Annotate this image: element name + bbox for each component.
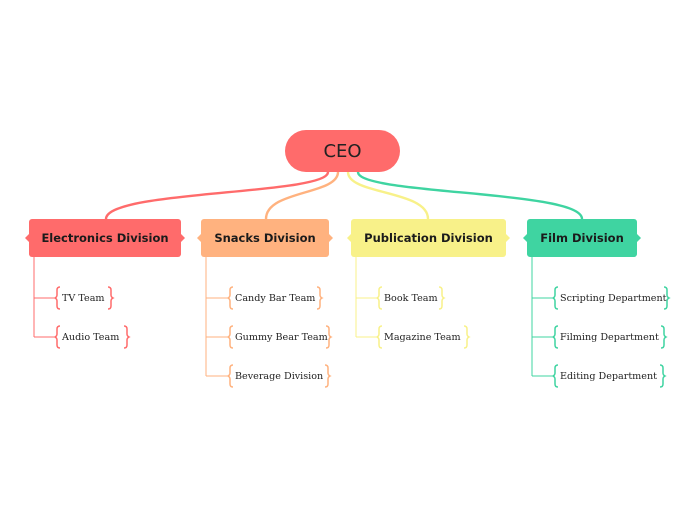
division-label: Snacks Division: [214, 231, 316, 245]
division-node-snacks[interactable]: Snacks Division: [201, 219, 329, 257]
team-bracket-right: [659, 364, 667, 388]
team-node-magazine[interactable]: Magazine Team: [380, 325, 466, 349]
team-label: Beverage Division: [235, 370, 324, 382]
team-node-editing[interactable]: Editing Department: [556, 364, 662, 388]
team-bracket-left: [551, 286, 559, 310]
root-connector: [104, 170, 330, 221]
division-label: Electronics Division: [41, 231, 169, 245]
team-label: Magazine Team: [384, 331, 461, 343]
team-label: Audio Team: [62, 331, 120, 343]
team-label: Candy Bar Team: [235, 292, 316, 304]
team-bracket-right: [463, 325, 471, 349]
division-label: Publication Division: [364, 231, 493, 245]
team-node-scripting[interactable]: Scripting Department: [556, 286, 667, 310]
team-node-tv[interactable]: TV Team: [58, 286, 110, 310]
team-label: TV Team: [62, 292, 105, 304]
team-node-audio[interactable]: Audio Team: [58, 325, 126, 349]
team-bracket-left: [226, 325, 234, 349]
division-notch-right: [506, 234, 510, 242]
team-bracket-left: [53, 286, 61, 310]
team-bracket-left: [226, 286, 234, 310]
division-notch-left: [347, 234, 351, 242]
team-bracket-right: [324, 364, 332, 388]
team-node-beverage[interactable]: Beverage Division: [231, 364, 327, 388]
team-bracket-left: [375, 286, 383, 310]
division-notch-left: [523, 234, 527, 242]
root-connector: [264, 170, 340, 221]
division-notch-left: [197, 234, 201, 242]
root-node-label: CEO: [323, 140, 362, 162]
team-label: Filming Department: [560, 331, 659, 343]
team-node-candy-bar[interactable]: Candy Bar Team: [231, 286, 319, 310]
team-bracket-left: [551, 364, 559, 388]
team-bracket-right: [316, 286, 324, 310]
division-notch-right: [181, 234, 185, 242]
team-node-filming[interactable]: Filming Department: [556, 325, 663, 349]
team-label: Book Team: [384, 292, 438, 304]
team-bracket-right: [663, 286, 671, 310]
root-connector: [346, 170, 430, 221]
division-notch-left: [25, 234, 29, 242]
division-notch-right: [637, 234, 641, 242]
team-bracket-right: [660, 325, 668, 349]
division-node-electronics[interactable]: Electronics Division: [29, 219, 181, 257]
team-bracket-right: [123, 325, 131, 349]
team-bracket-left: [226, 364, 234, 388]
team-label: Editing Department: [560, 370, 657, 382]
team-label: Scripting Department: [560, 292, 667, 304]
team-node-book[interactable]: Book Team: [380, 286, 441, 310]
team-node-gummy-bear[interactable]: Gummy Bear Team: [231, 325, 328, 349]
team-bracket-left: [375, 325, 383, 349]
root-node-ceo[interactable]: CEO: [285, 130, 400, 172]
division-node-film[interactable]: Film Division: [527, 219, 637, 257]
division-node-publication[interactable]: Publication Division: [351, 219, 506, 257]
team-bracket-right: [325, 325, 333, 349]
team-bracket-right: [438, 286, 446, 310]
team-bracket-left: [53, 325, 61, 349]
division-label: Film Division: [540, 231, 624, 245]
team-bracket-left: [551, 325, 559, 349]
team-label: Gummy Bear Team: [235, 331, 328, 343]
team-bracket-right: [107, 286, 115, 310]
division-notch-right: [329, 234, 333, 242]
root-connector: [356, 170, 584, 221]
